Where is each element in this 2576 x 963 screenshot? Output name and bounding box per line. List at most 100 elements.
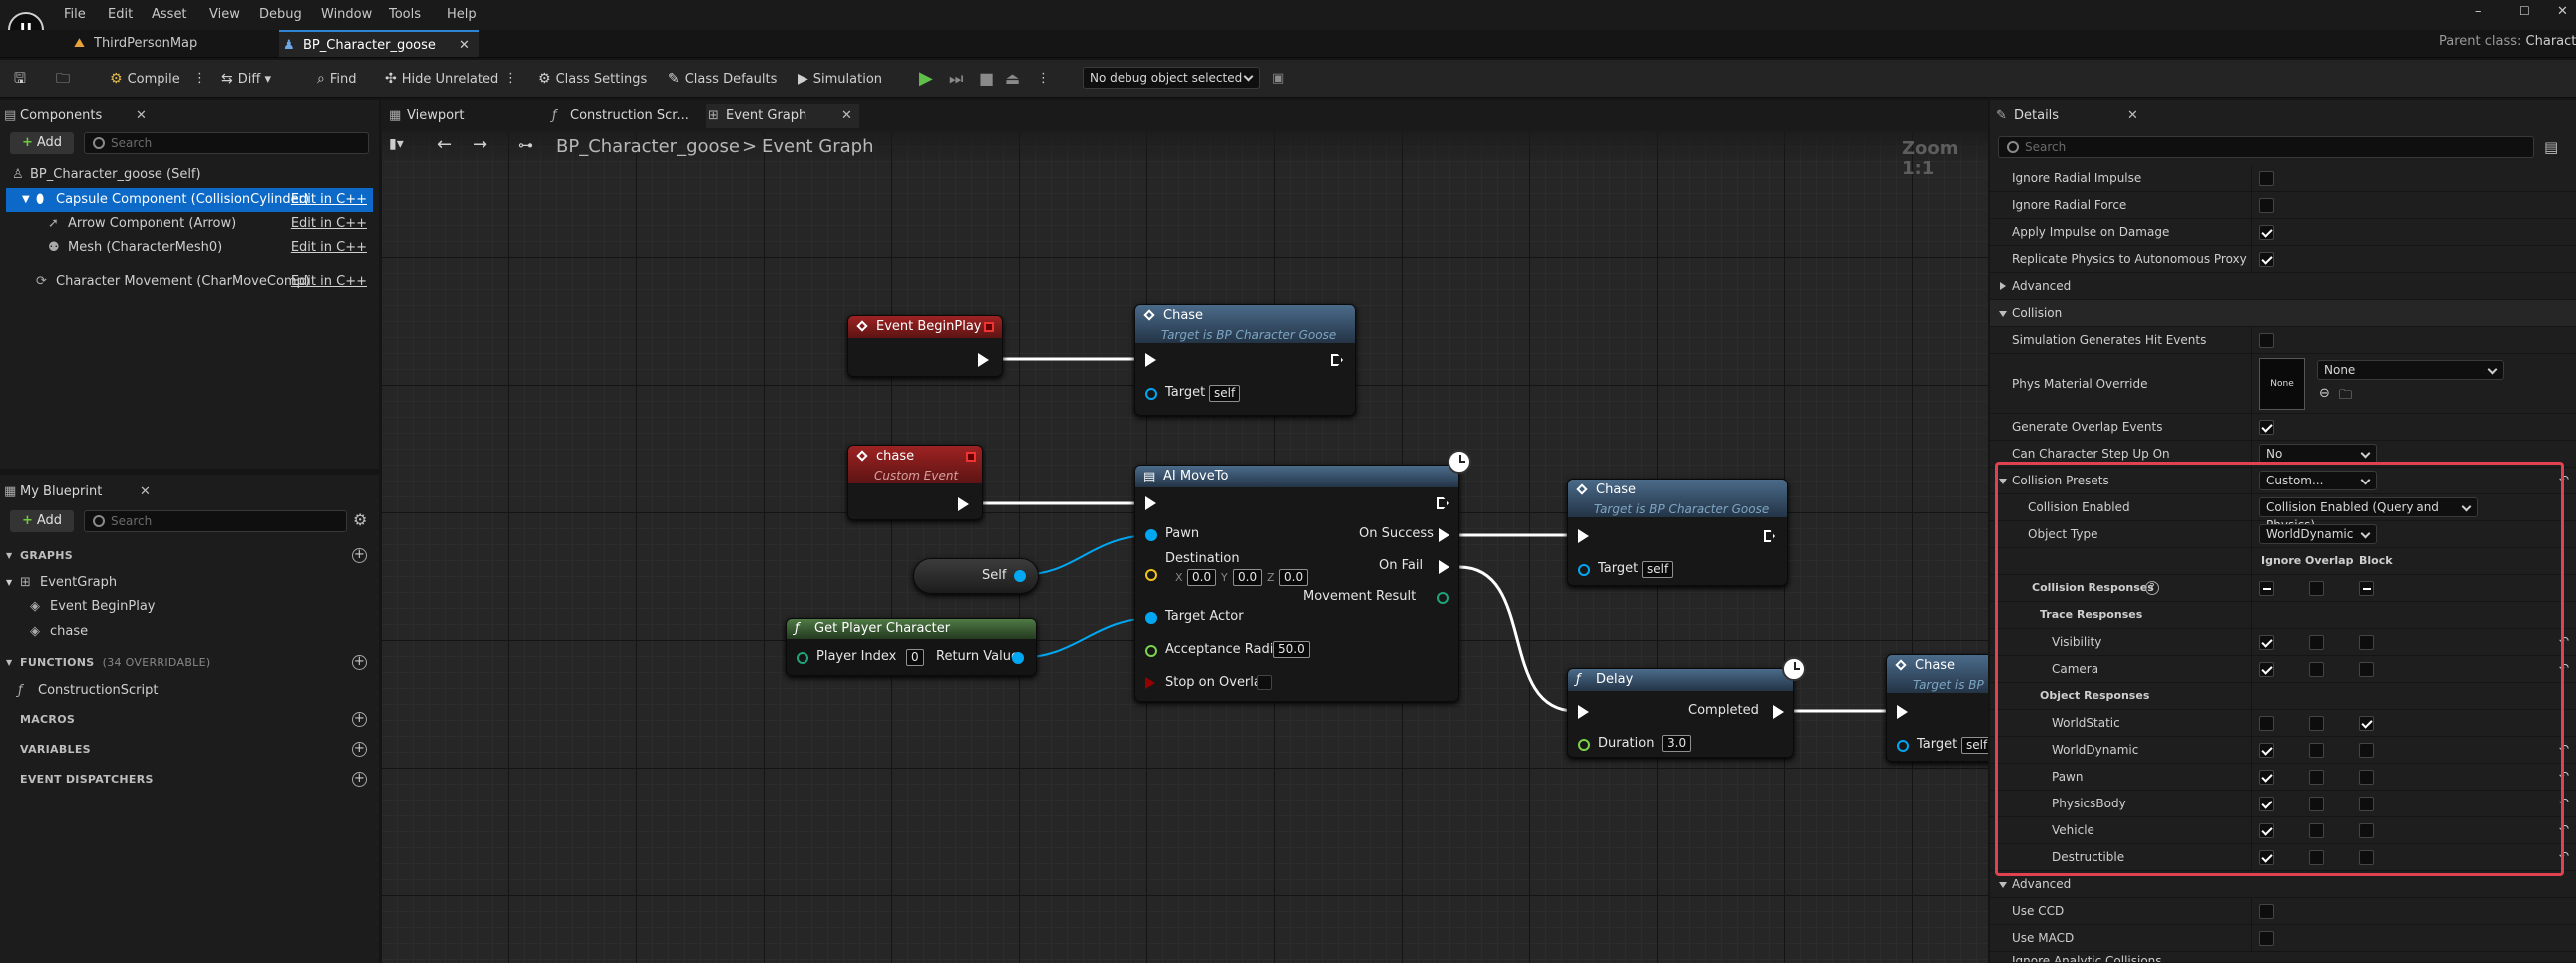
minimize-icon[interactable]: – (2475, 4, 2482, 19)
pawn-pin[interactable] (1145, 529, 1157, 541)
destination-x[interactable]: 0.0 (1187, 569, 1217, 586)
node-event-beginplay[interactable]: Event BeginPlay (847, 315, 1003, 377)
collision-presets-select[interactable]: Custom... (2259, 471, 2377, 490)
exec-in-pin[interactable] (1145, 353, 1156, 367)
browse-icon[interactable]: 🗀 (56, 71, 70, 87)
settings-gear-icon[interactable]: ⚙ (353, 510, 368, 529)
sim-hit-events-checkbox[interactable] (2259, 333, 2274, 348)
edit-in-cpp-link[interactable]: Edit in C++ (290, 274, 367, 289)
prop-collision-presets[interactable]: Collision Presets (1990, 468, 2576, 494)
apply-impulse-checkbox[interactable] (2259, 225, 2274, 240)
on-fail-pin[interactable] (1439, 560, 1449, 574)
exec-in-pin[interactable] (1897, 705, 1908, 719)
all-block-checkbox[interactable] (2359, 581, 2374, 596)
browse-asset-icon[interactable]: 🗀 (2339, 388, 2353, 403)
tab-thirdpersonmap[interactable]: ⛰ ThirdPersonMap (70, 30, 269, 57)
debug-object-select[interactable]: No debug object selected (1083, 67, 1260, 89)
node-chase-2[interactable]: Chase Target is BP Character Goose Targe… (1567, 479, 1788, 586)
generate-overlap-checkbox[interactable] (2259, 420, 2274, 435)
add-variable-icon[interactable]: + (352, 741, 367, 757)
exec-out-pin[interactable] (1764, 530, 1775, 542)
ignore-checkbox[interactable] (2259, 716, 2274, 731)
delegate-pin-icon[interactable] (966, 452, 976, 462)
duration-pin[interactable] (1578, 739, 1590, 751)
exec-in-pin[interactable] (1578, 705, 1589, 719)
overlap-checkbox[interactable] (2309, 823, 2324, 838)
components-tab[interactable]: ▤ Components (0, 106, 160, 126)
close-details-icon[interactable]: ✕ (2127, 108, 2138, 123)
menu-asset[interactable]: Asset (152, 7, 187, 22)
hide-unrelated-button[interactable]: ✣Hide Unrelated (385, 68, 498, 90)
class-defaults-button[interactable]: ✎Class Defaults (668, 68, 777, 90)
block-checkbox[interactable] (2359, 770, 2374, 785)
add-macro-icon[interactable]: + (352, 711, 367, 727)
overlap-checkbox[interactable] (2309, 850, 2324, 865)
use-ccd-checkbox[interactable] (2259, 904, 2274, 919)
construction-script-item[interactable]: ƒ ConstructionScript (18, 680, 158, 702)
node-get-player-character[interactable]: ƒ Get Player Character Player Index 0 Re… (786, 618, 1037, 676)
step-up-select[interactable]: No (2259, 444, 2377, 464)
block-checkbox[interactable] (2359, 662, 2374, 677)
dispatchers-section[interactable]: EVENT DISPATCHERS + (6, 768, 373, 792)
self-out-pin[interactable] (1014, 570, 1026, 582)
close-tab-icon[interactable]: ✕ (459, 38, 470, 53)
hide-options-icon[interactable]: ⋮ (504, 71, 517, 86)
my-blueprint-tab[interactable]: ▦ My Blueprint (0, 482, 160, 502)
target-value[interactable]: self (1209, 385, 1241, 402)
exec-out-pin[interactable] (1437, 497, 1449, 509)
back-arrow-icon[interactable]: ← (437, 134, 453, 155)
advanced-collision-row[interactable]: Advanced (1990, 871, 2576, 898)
breadcrumb-blueprint[interactable]: BP_Character_goose (556, 136, 740, 157)
node-ai-moveto[interactable]: ▤ AI MoveTo Pawn Destination X 0.0 Y 0.0… (1134, 465, 1459, 702)
event-beginplay-item[interactable]: ◈ Event BeginPlay (30, 596, 156, 618)
overlap-checkbox[interactable] (2309, 635, 2324, 650)
target-pin[interactable] (1145, 388, 1157, 400)
chase-event-item[interactable]: ◈ chase (30, 621, 88, 643)
overlap-checkbox[interactable] (2309, 743, 2324, 758)
ignore-checkbox[interactable] (2259, 797, 2274, 811)
add-dispatcher-icon[interactable]: + (352, 771, 367, 787)
components-search-input[interactable]: Search (84, 132, 369, 154)
ignore-checkbox[interactable] (2259, 662, 2274, 677)
collision-enabled-select[interactable]: Collision Enabled (Query and Physics) (2259, 497, 2478, 532)
menu-view[interactable]: View (209, 7, 240, 22)
collision-category[interactable]: Collision (1990, 300, 2576, 327)
play-icon[interactable]: ▶ (919, 68, 933, 89)
reset-to-default-icon[interactable]: ↶ (2559, 796, 2570, 809)
functions-section[interactable]: ▼ FUNCTIONS (34 OVERRIDABLE) + (6, 651, 373, 675)
tab-construction-script[interactable]: ƒ Construction Scr... (550, 106, 700, 126)
add-graph-icon[interactable]: + (352, 547, 367, 563)
save-icon[interactable]: 🖫 (14, 71, 26, 87)
stop-on-overlap-checkbox[interactable] (1257, 675, 1272, 690)
use-selected-icon[interactable]: ⊖ (2319, 386, 2330, 401)
stop-on-overlap-pin[interactable] (1145, 677, 1155, 689)
component-mesh[interactable]: ⚉ Mesh (CharacterMesh0) Edit in C++ (6, 236, 373, 260)
node-self[interactable]: Self (913, 558, 1039, 594)
reset-to-default-icon[interactable]: ↶ (2559, 634, 2570, 648)
delegate-pin-icon[interactable] (984, 322, 994, 332)
details-tab[interactable]: ✎ Details (1994, 106, 2153, 126)
node-chase-3[interactable]: Chase Target is BP C Target self (1886, 654, 1988, 762)
debug-browse-icon[interactable]: ▣ (1272, 71, 1285, 86)
forward-arrow-icon[interactable]: → (473, 134, 488, 155)
component-character-movement[interactable]: ⟳ Character Movement (CharMoveComp) Edit… (6, 270, 373, 294)
event-graph-canvas[interactable]: ▮▾ ← → ⊶ BP_Character_goose > Event Grap… (381, 130, 1988, 963)
simulation-button[interactable]: ▶Simulation (798, 68, 882, 90)
exec-out-pin[interactable] (978, 353, 989, 367)
event-graph-item[interactable]: ▼ ⊞ EventGraph (6, 572, 117, 594)
target-actor-pin[interactable] (1145, 612, 1157, 624)
compile-options-icon[interactable]: ⋮ (193, 71, 206, 86)
duration-value[interactable]: 3.0 (1662, 735, 1692, 752)
block-checkbox[interactable] (2359, 743, 2374, 758)
component-arrow[interactable]: ➚ Arrow Component (Arrow) Edit in C++ (6, 212, 373, 236)
advanced-physics-row[interactable]: Advanced (1990, 273, 2576, 300)
node-delay[interactable]: ƒ Delay Completed Duration 3.0 (1567, 668, 1794, 758)
ignore-radial-impulse-checkbox[interactable] (2259, 171, 2274, 186)
ignore-checkbox[interactable] (2259, 823, 2274, 838)
diff-button[interactable]: ⇆Diff ▾ (221, 68, 271, 90)
class-settings-button[interactable]: ⚙Class Settings (538, 68, 647, 90)
overlap-checkbox[interactable] (2309, 797, 2324, 811)
ignore-checkbox[interactable] (2259, 850, 2274, 865)
menu-edit[interactable]: Edit (108, 7, 134, 22)
target-value[interactable]: self (1961, 737, 1988, 754)
